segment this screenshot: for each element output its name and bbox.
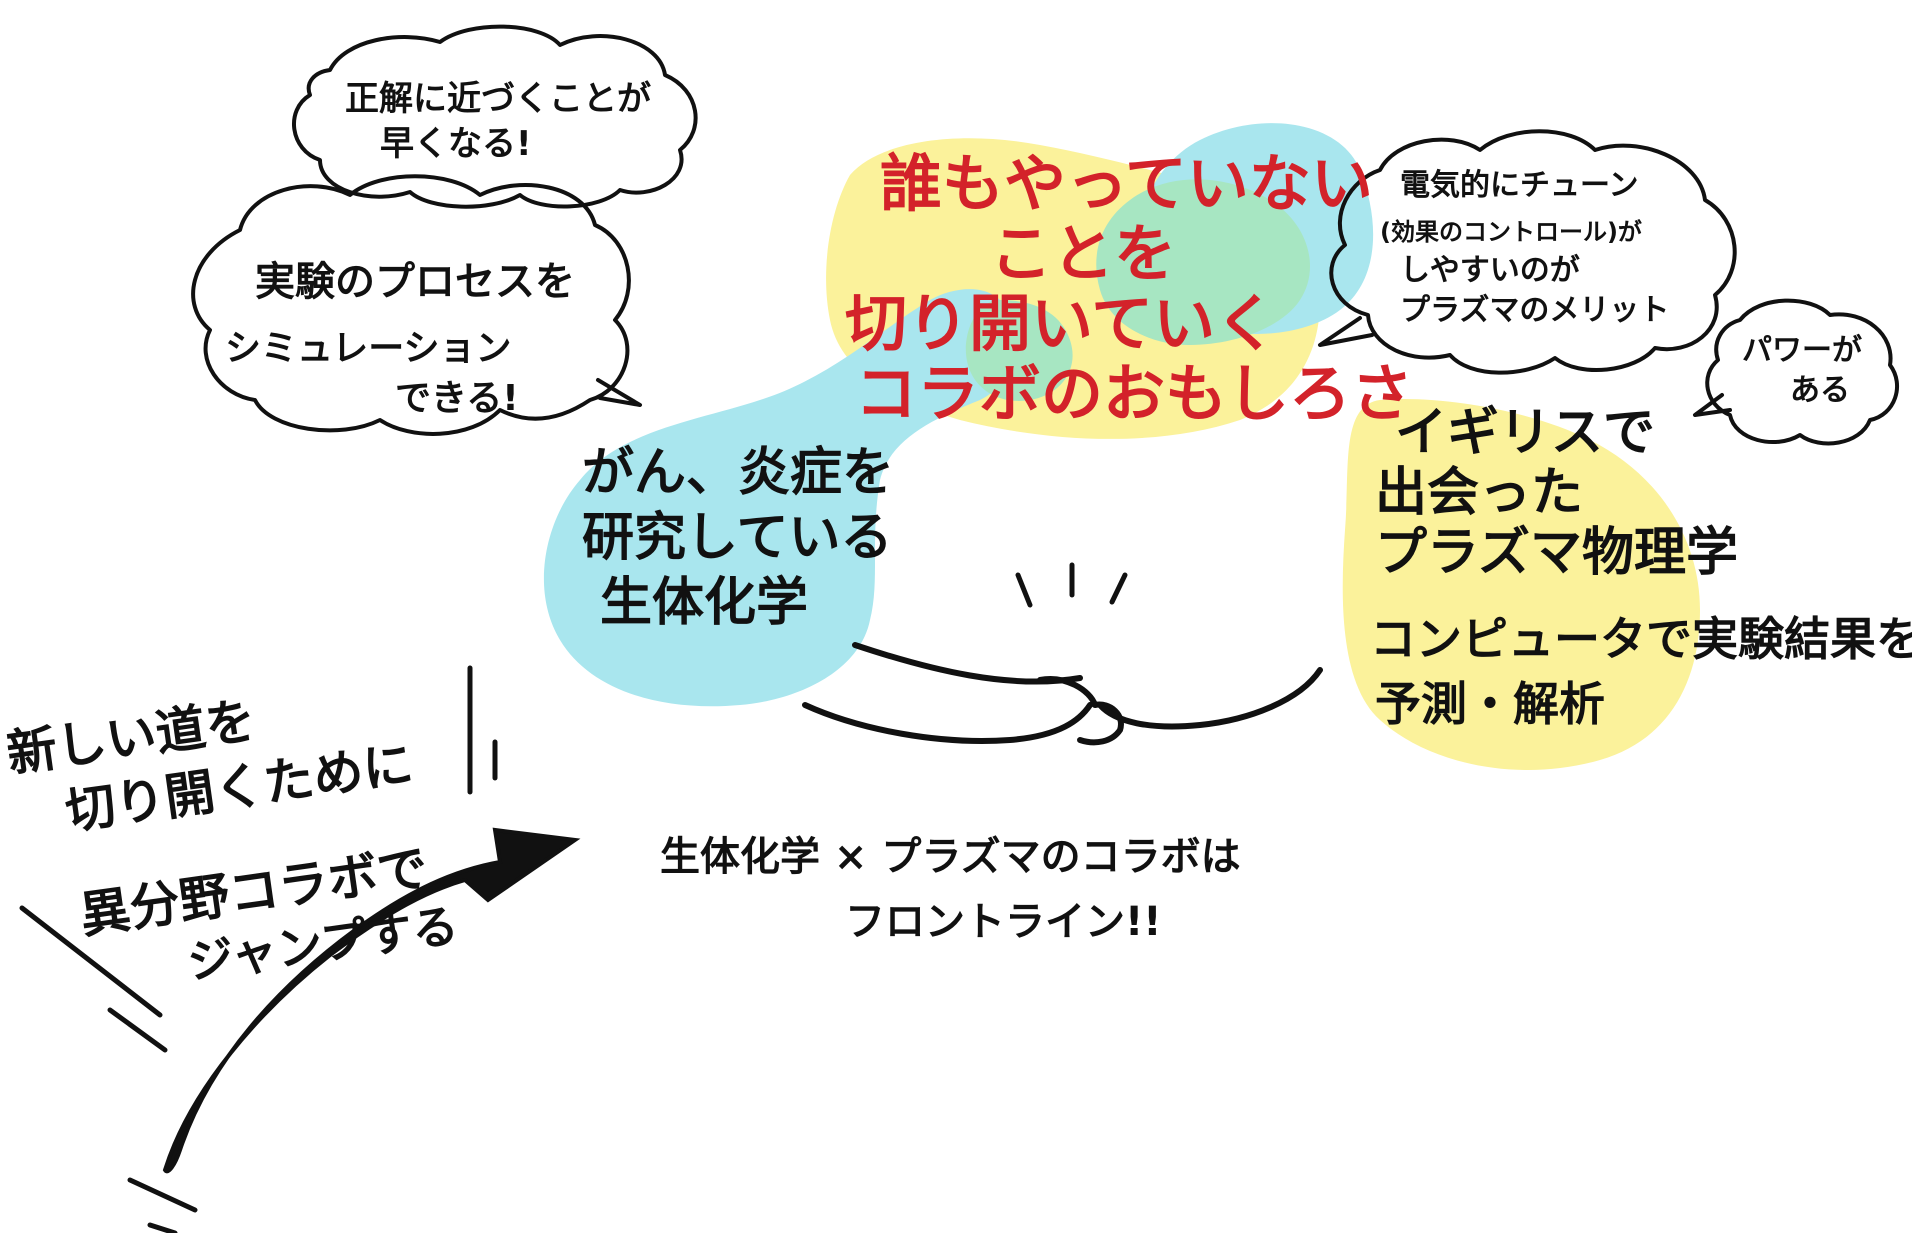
- bubble-simulation-line-3: できる!: [395, 378, 519, 419]
- bubble-power-line-1: パワーが: [1742, 333, 1862, 368]
- speech-bubble-icon: [1693, 298, 1900, 446]
- bottom-line-1: 生体化学 × プラズマのコラボは: [660, 834, 1241, 880]
- headline-line-2: ことを: [990, 217, 1176, 290]
- plasma-line-2: 出会った: [1375, 463, 1583, 523]
- headline-line-1: 誰もやっていない: [880, 147, 1373, 220]
- green-blob-bridge: [965, 300, 1073, 401]
- text-bubble-simulation: 実験のプロセスを シミュレーション できる!: [225, 259, 575, 419]
- text-biochem: がん、炎症を 研究している 生体化学: [582, 443, 894, 633]
- yellow-blob-plasma: [1342, 399, 1700, 771]
- speech-bubble-icon: [292, 24, 698, 209]
- cyan-blob-biochem: [543, 289, 1018, 707]
- computer-line-1: コンピュータで実験結果を: [1370, 612, 1912, 666]
- jump-arrow-icon: [162, 827, 581, 1174]
- headline-line-4: コラボのおもしろさ: [855, 357, 1413, 430]
- hugging-character-icon: [19, 562, 1323, 1233]
- text-bubble-top: 正解に近づくことが 早くなる!: [345, 79, 651, 164]
- biochem-line-3: 生体化学: [600, 573, 808, 633]
- text-computer: コンピュータで実験結果を 予測・解析: [1370, 612, 1912, 731]
- bottom-line-2: フロントライン!!: [845, 899, 1161, 945]
- biochem-line-1: がん、炎症を: [582, 443, 894, 503]
- bubble-power-line-2: ある: [1790, 373, 1850, 408]
- bubble-top-line-1: 正解に近づくことが: [345, 79, 651, 119]
- bubble-electric-line-4: プラズマのメリット: [1400, 293, 1669, 328]
- bubble-simulation-line-2: シミュレーション: [225, 328, 512, 369]
- speech-bubbles: [191, 24, 1900, 446]
- text-bottom: 生体化学 × プラズマのコラボは フロントライン!!: [660, 834, 1241, 945]
- text-left: 新しい道を 切り開くために 異分野コラボで ジャンプする: [3, 691, 461, 989]
- headline-line-3: 切り開いていく: [845, 287, 1277, 360]
- computer-line-2: 予測・解析: [1375, 677, 1605, 731]
- bubble-simulation-line-1: 実験のプロセスを: [255, 259, 575, 305]
- color-blobs: [543, 123, 1700, 771]
- text-bubble-power: パワーが ある: [1742, 333, 1862, 408]
- plasma-line-3: プラズマ物理学: [1375, 523, 1738, 583]
- biochem-line-2: 研究している: [582, 508, 892, 568]
- green-blob-overlap: [1096, 179, 1310, 345]
- bubble-electric-line-1: 電気的にチューン: [1400, 168, 1639, 203]
- text-bubble-electric: 電気的にチューン (効果のコントロール)が しやすいのが プラズマのメリット: [1380, 168, 1669, 328]
- text-plasma: イギリスで 出会った プラズマ物理学: [1375, 403, 1738, 583]
- bubble-electric-line-3: しやすいのが: [1400, 253, 1580, 288]
- speech-bubble-icon: [191, 174, 642, 436]
- bubble-top-line-2: 早くなる!: [380, 124, 532, 164]
- plasma-line-1: イギリスで: [1395, 403, 1655, 463]
- bubble-electric-line-2: (効果のコントロール)が: [1380, 218, 1642, 246]
- speech-bubble-icon: [1318, 129, 1737, 375]
- text-headline: 誰もやっていない ことを 切り開いていく コラボのおもしろさ: [845, 147, 1413, 430]
